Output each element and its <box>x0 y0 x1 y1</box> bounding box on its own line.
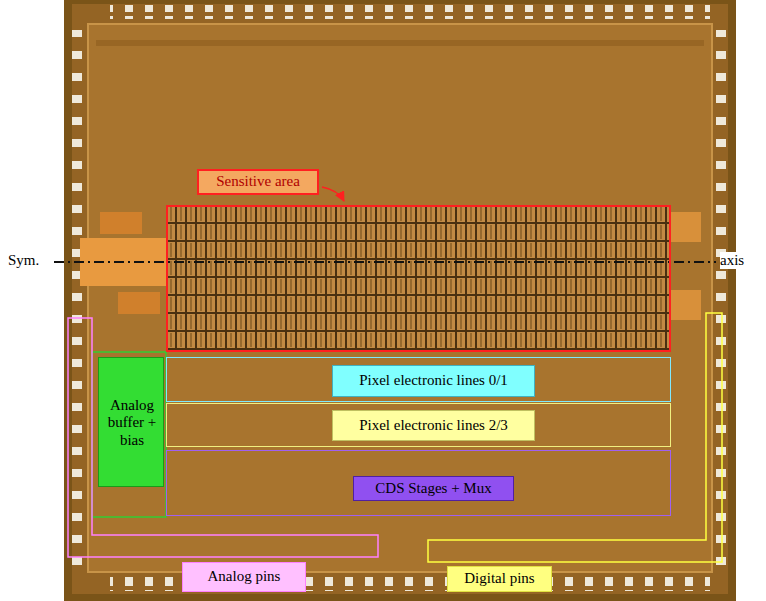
label-text: Pixel electronic lines 0/1 <box>359 372 508 389</box>
region-label: Analog pins <box>182 562 306 592</box>
label-text: Analog buffer + bias <box>93 397 171 449</box>
region-outline-path <box>68 318 378 557</box>
label-text: Pixel electronic lines 2/3 <box>359 417 508 434</box>
region-label: Digital pins <box>447 566 552 592</box>
analog-buffer-block: Analog buffer + bias <box>98 357 164 487</box>
band-label: Pixel electronic lines 2/3 <box>332 410 535 441</box>
block-label: Analog buffer + bias <box>93 358 171 488</box>
label-text: CDS Stages + Mux <box>375 480 491 497</box>
label-text: Digital pins <box>464 570 534 587</box>
band-label: CDS Stages + Mux <box>353 476 514 501</box>
cds-mux-band: CDS Stages + Mux <box>166 450 671 516</box>
band-label: Pixel electronic lines 0/1 <box>332 365 535 397</box>
pixel-lines-band: Pixel electronic lines 2/3 <box>166 403 671 447</box>
area-label: Sensitive area <box>197 169 319 195</box>
label-text: Analog pins <box>208 568 281 585</box>
axis-label: axis <box>720 252 744 269</box>
sensitive-area: Sensitive area <box>166 205 671 352</box>
axis-label: Sym. <box>8 252 39 269</box>
pixel-lines-band: Pixel electronic lines 0/1 <box>166 357 671 402</box>
label-text: Sensitive area <box>216 173 300 190</box>
region-outline-path <box>428 313 722 562</box>
